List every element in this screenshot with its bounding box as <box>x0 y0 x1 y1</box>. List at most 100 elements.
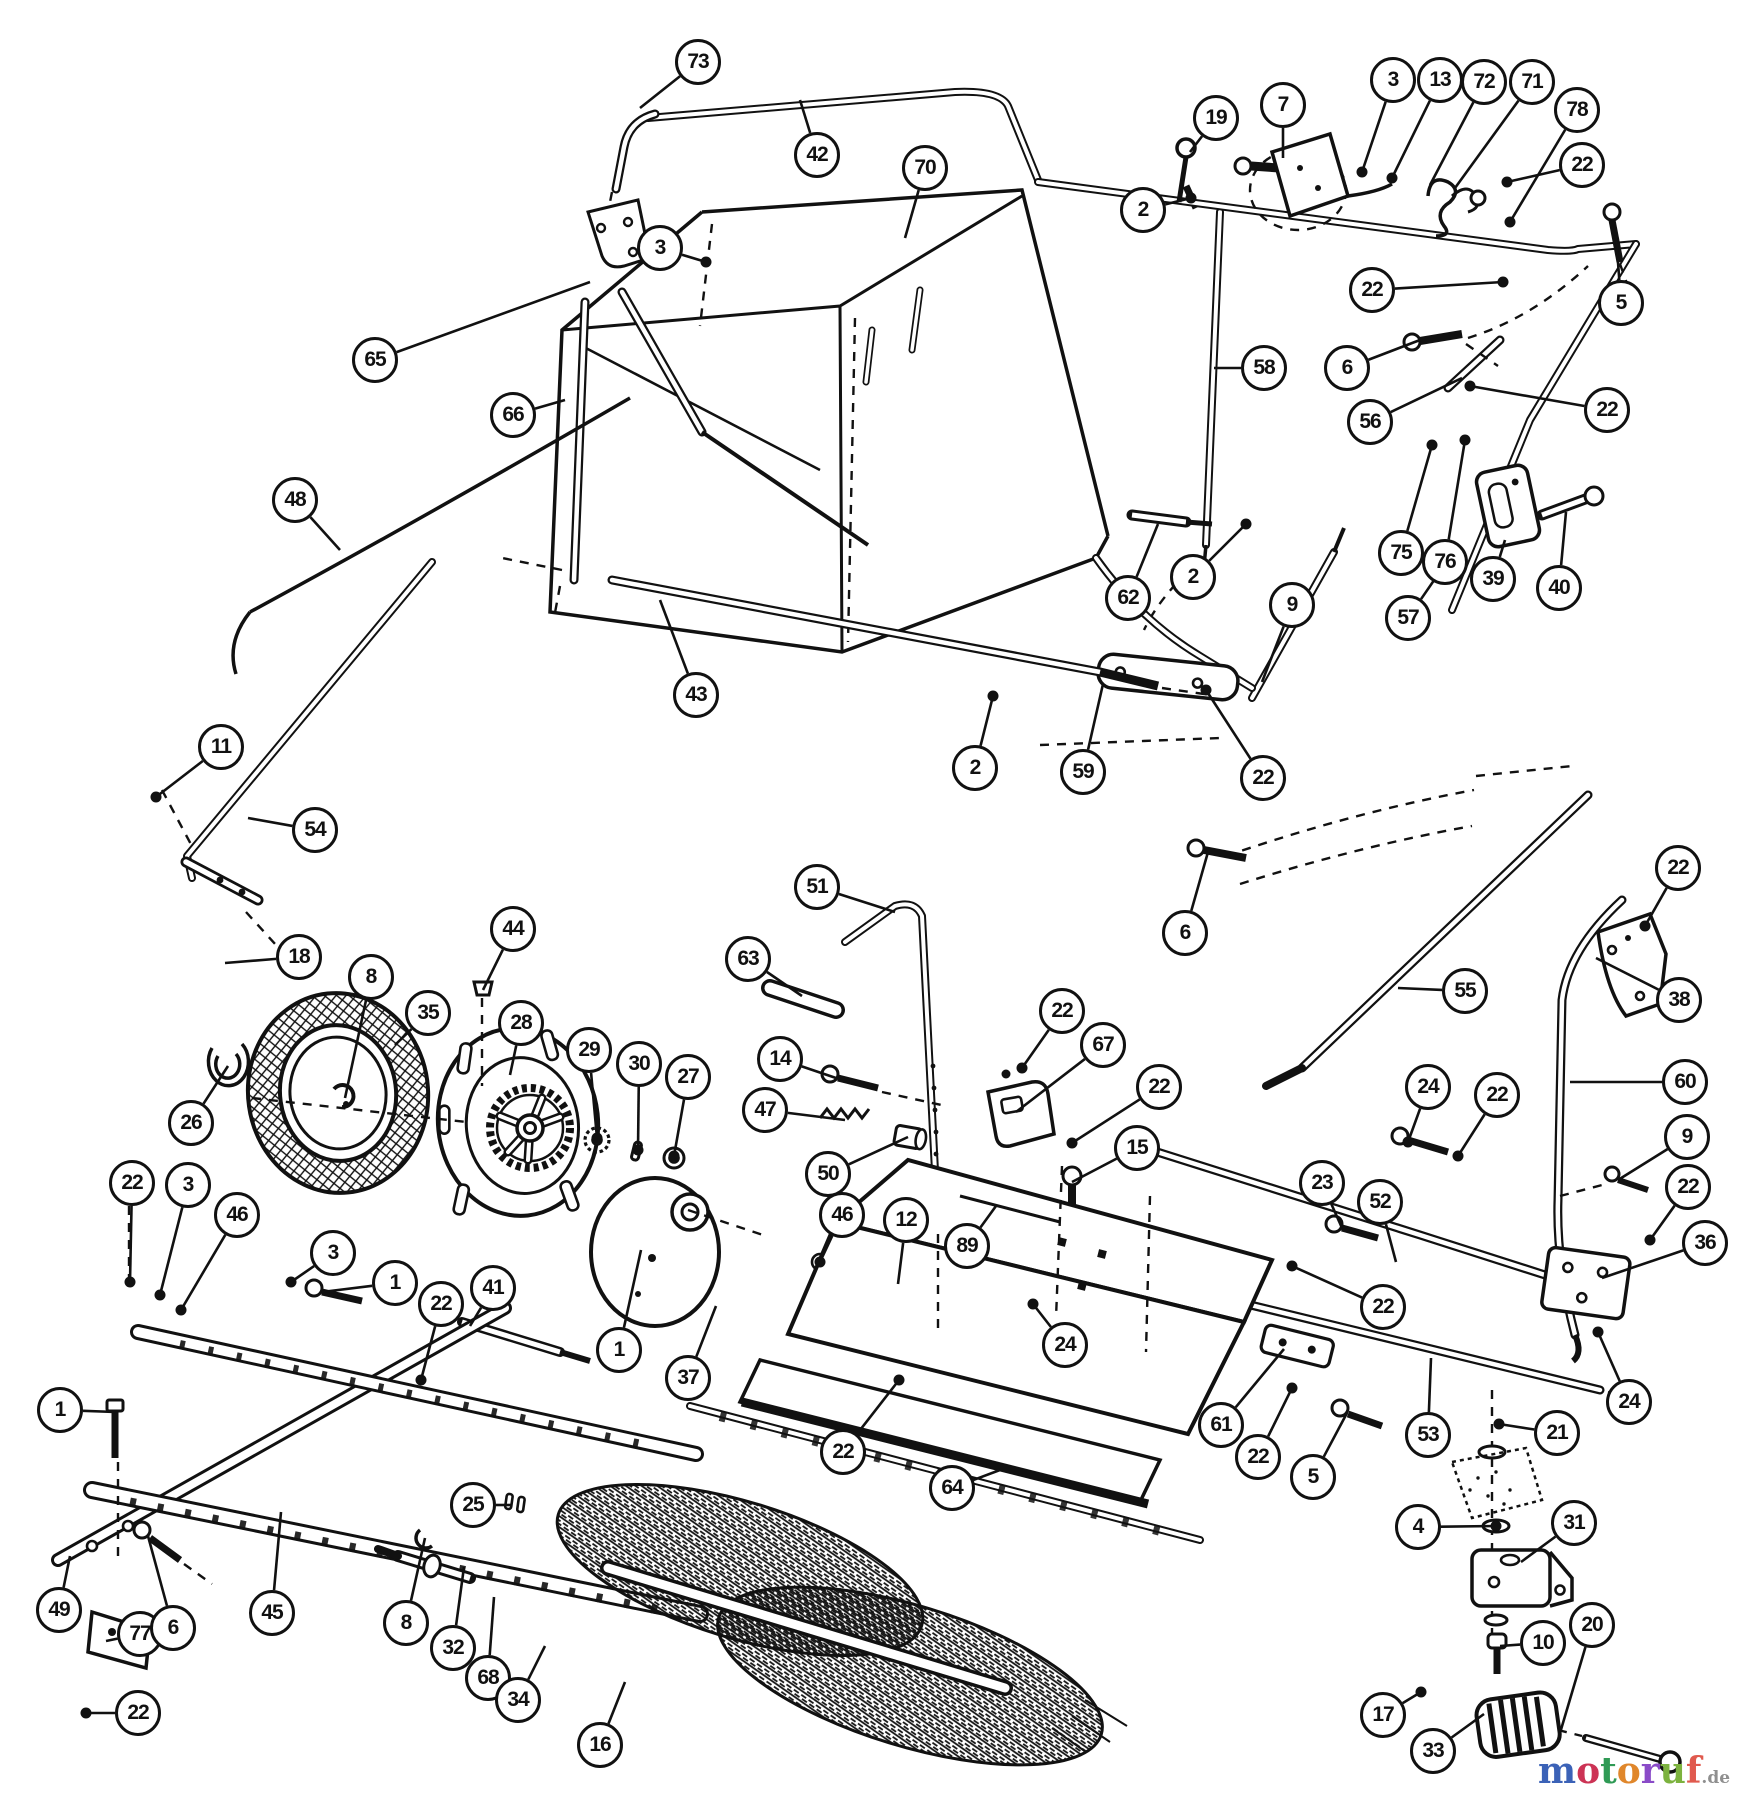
hardware-dot-22 <box>1464 380 1476 392</box>
hardware-dot-22 <box>124 1276 136 1288</box>
leader-line-23 <box>1330 1203 1344 1229</box>
watermark-letter: r <box>1640 1750 1660 1792</box>
hardware-dot-22 <box>415 1374 427 1386</box>
callout-2: 2 <box>1120 187 1166 233</box>
watermark-suffix: .de <box>1701 1768 1731 1788</box>
callout-54: 54 <box>292 807 338 853</box>
leader-line-2 <box>979 695 995 747</box>
leader-line-42 <box>798 99 812 134</box>
hardware-dot-76 <box>1459 434 1471 446</box>
leader-line-24 <box>1596 1331 1621 1382</box>
callout-22: 22 <box>1235 1434 1281 1480</box>
left-wheel-tire <box>245 991 431 1195</box>
leader-line-22 <box>856 1379 901 1435</box>
leader-line-72 <box>1428 101 1475 186</box>
hardware-dot-3 <box>700 256 712 268</box>
callout-23: 23 <box>1299 1160 1345 1206</box>
leader-line-8 <box>343 999 368 1099</box>
hardware-dot-22 <box>1286 1260 1298 1272</box>
callout-75: 75 <box>1378 530 1424 576</box>
callout-55: 55 <box>1442 968 1488 1014</box>
leader-line-44 <box>481 949 505 991</box>
callout-9: 9 <box>1664 1114 1710 1160</box>
callout-5: 5 <box>1598 280 1644 326</box>
leader-line-30 <box>636 1086 641 1151</box>
hardware-dot-29 <box>591 1132 603 1144</box>
hardware-dot-11 <box>150 791 162 803</box>
callout-32: 32 <box>430 1625 476 1671</box>
leader-line-32 <box>454 1566 466 1626</box>
callout-24: 24 <box>1042 1322 1088 1368</box>
callout-43: 43 <box>673 672 719 718</box>
leader-line-13 <box>1390 100 1432 179</box>
leader-line-22 <box>1648 1204 1676 1241</box>
callout-58: 58 <box>1241 345 1287 391</box>
leader-line-49 <box>62 1555 72 1588</box>
callout-3: 3 <box>1370 57 1416 103</box>
lower-frame-bar <box>501 556 1205 696</box>
callout-40: 40 <box>1536 565 1582 611</box>
callout-59: 59 <box>1060 749 1106 795</box>
leader-line-22 <box>1469 384 1585 408</box>
lift-rod <box>761 900 942 1234</box>
leader-line-46 <box>179 1234 227 1311</box>
hardware-dot-2 <box>987 690 999 702</box>
drive-wheel-hub <box>435 980 601 1218</box>
hardware-top-right <box>1175 131 1632 367</box>
leader-line-45 <box>272 1511 283 1591</box>
hardware-dot-22 <box>1286 1382 1298 1394</box>
callout-1: 1 <box>372 1260 418 1306</box>
callout-13: 13 <box>1417 57 1463 103</box>
callout-48: 48 <box>272 477 318 523</box>
hardware-dot-24 <box>1027 1298 1039 1310</box>
callout-35: 35 <box>405 990 451 1036</box>
leader-line-62 <box>1135 523 1160 578</box>
leader-line-34 <box>527 1645 547 1681</box>
callout-56: 56 <box>1347 399 1393 445</box>
leader-line-71 <box>1453 99 1520 189</box>
wheel-retainer-ring <box>206 1042 356 1110</box>
leader-line-27 <box>672 1099 686 1157</box>
callout-12: 12 <box>883 1197 929 1243</box>
hardware-dot-22 <box>1452 1150 1464 1162</box>
hardware-dot-46 <box>175 1304 187 1316</box>
callout-11: 11 <box>198 724 244 770</box>
callout-4: 4 <box>1395 1504 1441 1550</box>
leader-line-64 <box>973 1468 1001 1482</box>
callout-73: 73 <box>675 39 721 85</box>
callout-45: 45 <box>249 1590 295 1636</box>
leader-line-47 <box>787 1111 846 1122</box>
hardware-dot-13 <box>1386 172 1398 184</box>
callout-10: 10 <box>1520 1620 1566 1666</box>
leader-line-66 <box>534 398 566 410</box>
leader-line-5 <box>1614 234 1621 281</box>
leader-line-28 <box>508 1045 518 1076</box>
leader-line-63 <box>766 970 803 998</box>
watermark-letter: f <box>1685 1750 1702 1792</box>
callout-22: 22 <box>1349 267 1395 313</box>
leader-line-2 <box>1208 523 1247 562</box>
callout-64: 64 <box>929 1465 975 1511</box>
leader-line-37 <box>695 1305 718 1358</box>
callout-6: 6 <box>1324 345 1370 391</box>
leader-line-67 <box>1015 1058 1086 1114</box>
leader-line-77 <box>105 1637 118 1643</box>
leader-line-6 <box>1368 338 1421 361</box>
leader-line-54 <box>247 816 293 828</box>
leader-line-22 <box>1506 168 1560 184</box>
callout-31: 31 <box>1551 1500 1597 1546</box>
leader-line-41 <box>468 1307 483 1327</box>
hardware-dot-46 <box>814 1256 826 1268</box>
callout-57: 57 <box>1385 595 1431 641</box>
callout-6: 6 <box>1162 910 1208 956</box>
leader-line-6 <box>1190 851 1210 912</box>
leader-line-20 <box>1558 1646 1587 1734</box>
leader-line-75 <box>1406 444 1434 532</box>
callout-22: 22 <box>1559 142 1605 188</box>
callout-22: 22 <box>1584 387 1630 433</box>
watermark-letter: t <box>1600 1750 1617 1792</box>
hopper-bag <box>548 188 1110 654</box>
leader-line-22 <box>1291 1264 1363 1299</box>
leader-line-15 <box>1071 1157 1118 1184</box>
leader-line-22 <box>1643 887 1668 927</box>
